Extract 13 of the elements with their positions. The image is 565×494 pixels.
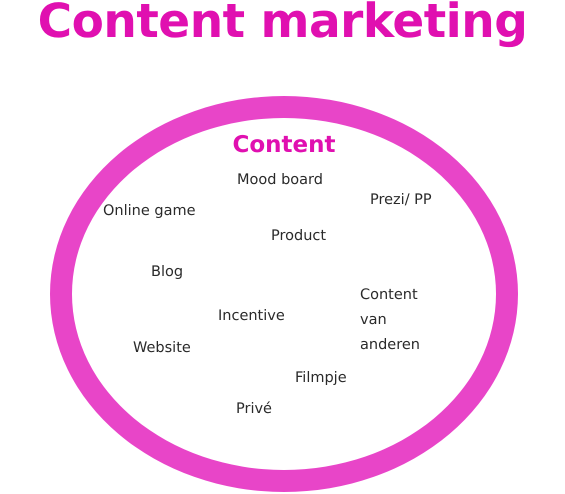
ring-outline: [50, 96, 518, 492]
topic-label: Mood board: [237, 171, 323, 190]
title: Content marketing: [38, 0, 528, 49]
topic-label: Online game: [103, 202, 196, 221]
topic-label: Prezi/ PP: [370, 191, 432, 210]
topic-label: Privé: [236, 400, 272, 419]
topic-label: Product: [271, 227, 326, 246]
ring-heading: Content: [232, 132, 336, 158]
topic-label: Filmpje: [295, 369, 347, 388]
topic-label: Incentive: [218, 307, 285, 326]
topic-label: Content van anderen: [360, 286, 421, 355]
topic-label: Website: [133, 339, 191, 358]
topic-label: Blog: [151, 263, 184, 282]
